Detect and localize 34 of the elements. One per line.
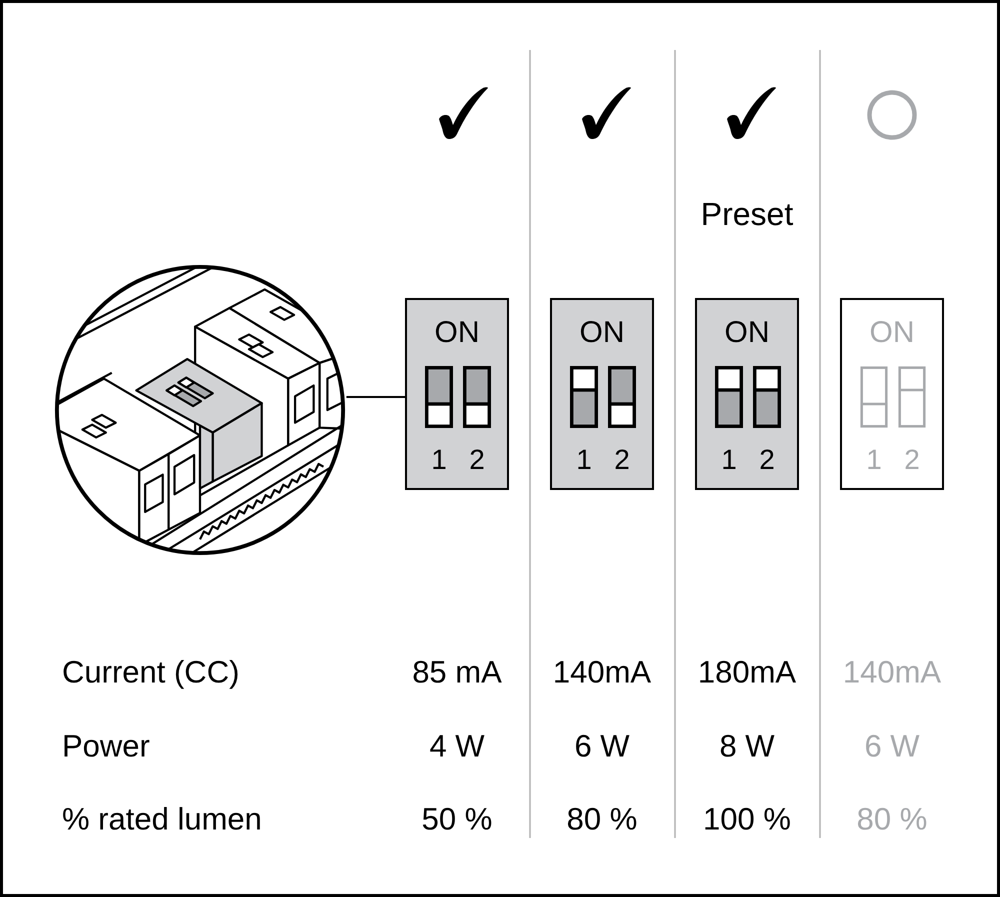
dip-switch [550, 298, 654, 490]
table-value: 8 W [719, 730, 775, 762]
table-value: 80 % [856, 804, 928, 834]
table-value: 100 % [703, 804, 791, 834]
switch-on-label: ON [580, 318, 624, 348]
table-value: 6 W [864, 730, 920, 762]
switch-number: 1 [866, 446, 882, 474]
switch-number: 1 [721, 446, 737, 474]
table-value: 85 mA [412, 656, 502, 688]
row-heading: Power [62, 730, 150, 762]
table-value: 140mA [552, 656, 652, 688]
row-heading: Current (CC) [62, 656, 240, 688]
row-heading: % rated lumen [62, 804, 262, 834]
switch-on-label: ON [724, 318, 770, 348]
table-value: 6 W [574, 730, 630, 762]
magnified-view-illustration [53, 263, 347, 557]
switch-number: 2 [614, 446, 630, 474]
dip-switch [695, 298, 799, 490]
table-value: 180mA [698, 656, 796, 688]
preset-caption: Preset [700, 198, 794, 230]
dip-switch [840, 298, 944, 490]
switch-number: 2 [904, 446, 920, 474]
leader-line [346, 396, 405, 398]
switch-on-label: ON [870, 318, 914, 348]
switch-number: 2 [759, 446, 775, 474]
switch-number: 2 [469, 446, 485, 474]
switch-number: 1 [431, 446, 447, 474]
table-value: 80 % [566, 804, 638, 834]
table-value: 4 W [429, 730, 485, 762]
switch-number: 1 [576, 446, 592, 474]
table-value: 50 % [422, 804, 492, 834]
table-value: 140mA [842, 656, 942, 688]
dip-switch [405, 298, 509, 490]
switch-on-label: ON [434, 318, 480, 348]
